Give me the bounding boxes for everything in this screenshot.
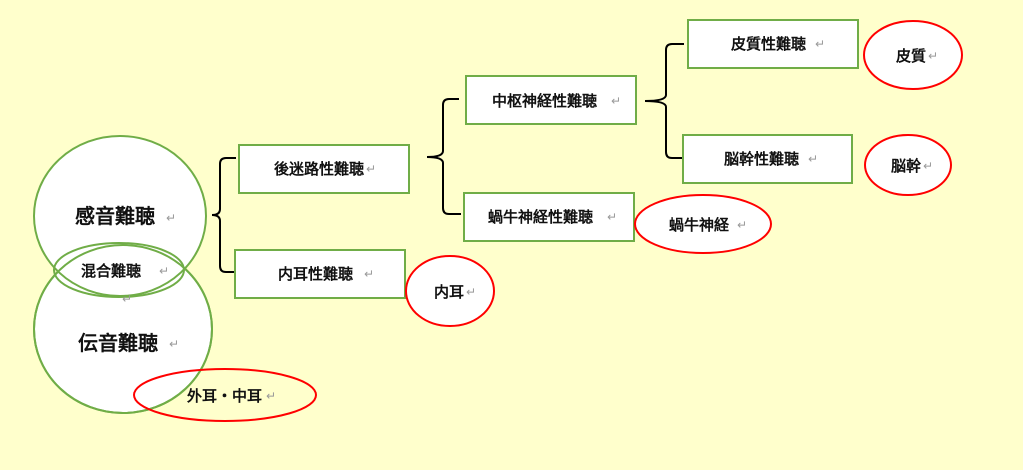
return-mark: ↵	[808, 152, 818, 166]
site-brainstem-ellipse	[864, 134, 952, 196]
label-brainstem: 脳幹	[891, 157, 922, 175]
return-mark: ↵	[122, 292, 132, 306]
node-inner-ear	[234, 249, 406, 299]
bracket-central	[644, 43, 684, 159]
bracket-retrocochlear	[426, 98, 461, 215]
bracket-sensorineural	[211, 157, 236, 273]
label-cochlear-nerve: 蝸牛神経	[669, 216, 730, 234]
site-cochlear-nerve-ellipse	[634, 194, 772, 254]
return-mark: ↵	[607, 210, 617, 224]
node-cortical	[687, 19, 859, 69]
label-brainstem-hl: 脳幹性難聴	[724, 150, 799, 168]
return-mark: ↵	[466, 285, 476, 299]
label-retrocochlear: 後迷路性難聴	[273, 160, 364, 178]
label-central: 中枢神経性難聴	[492, 92, 597, 110]
site-inner-ear-ellipse	[405, 255, 495, 327]
label-sensorineural: 感音難聴	[75, 204, 155, 228]
label-outer-middle-ear: 外耳・中耳	[186, 387, 262, 405]
return-mark: ↵	[923, 159, 933, 173]
return-mark: ↵	[737, 218, 747, 232]
label-cortex: 皮質	[896, 47, 926, 65]
return-mark: ↵	[366, 162, 376, 176]
node-cochlear-nerve	[463, 192, 635, 242]
return-mark: ↵	[364, 267, 374, 281]
mixed-ellipse	[53, 242, 185, 298]
site-cortex-ellipse	[863, 20, 963, 90]
return-mark: ↵	[166, 211, 176, 225]
label-conductive: 伝音難聴	[78, 331, 158, 355]
site-outer-middle-ear-ellipse	[133, 368, 317, 422]
label-inner-ear: 内耳	[434, 283, 464, 301]
conductive-circle-outline	[33, 244, 213, 414]
label-cochlear-nerve-hl: 蝸牛神経性難聴	[488, 208, 593, 226]
node-brainstem	[682, 134, 853, 184]
node-retrocochlear	[238, 144, 410, 194]
return-mark: ↵	[928, 49, 938, 63]
return-mark: ↵	[169, 337, 179, 351]
label-mixed: 混合難聴	[81, 262, 141, 280]
node-central	[465, 75, 637, 125]
return-mark: ↵	[611, 94, 621, 108]
return-mark: ↵	[159, 264, 169, 278]
return-mark: ↵	[815, 37, 825, 51]
label-cortical: 皮質性難聴	[731, 35, 806, 53]
return-mark: ↵	[266, 389, 276, 403]
label-inner-ear-hl: 内耳性難聴	[278, 265, 353, 283]
